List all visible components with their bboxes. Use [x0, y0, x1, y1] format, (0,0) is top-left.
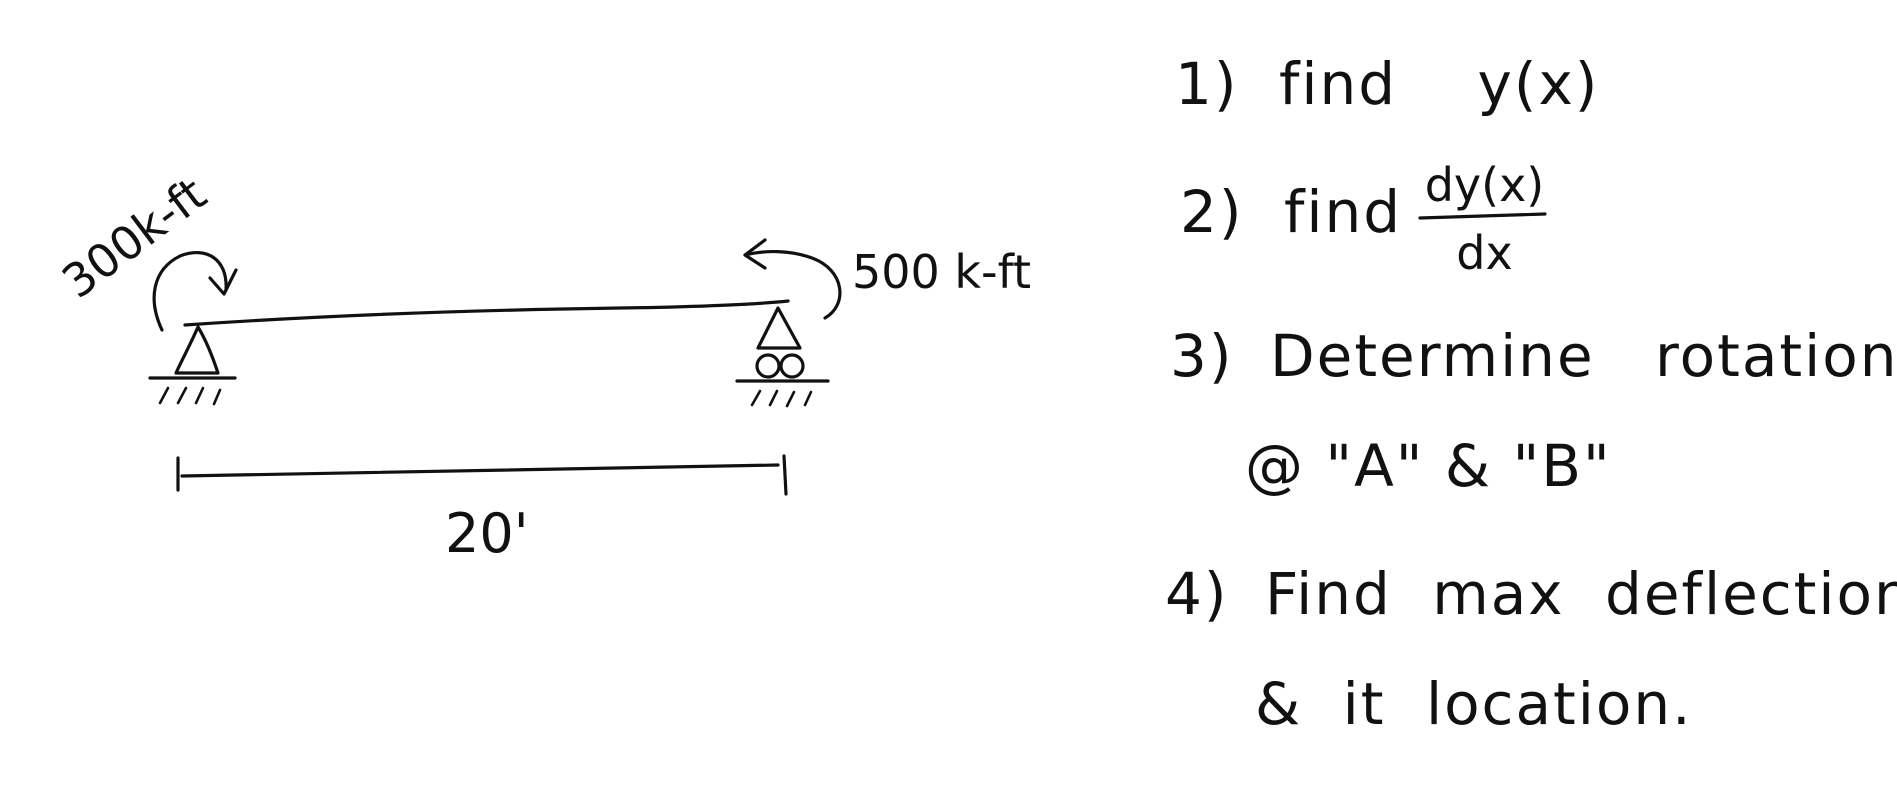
- roller-support-b: [735, 306, 830, 408]
- span-dimension: [176, 454, 788, 496]
- pin-support-a: [148, 325, 237, 406]
- question-2-number: 2): [1180, 178, 1244, 246]
- right-moment-arrow: [743, 238, 842, 320]
- question-1-text: find: [1278, 50, 1398, 118]
- fraction-bar: [1418, 212, 1547, 220]
- question-1-expr: y(x): [1477, 50, 1600, 118]
- question-1-number: 1): [1175, 50, 1239, 118]
- question-2-denominator: dx: [1456, 226, 1513, 280]
- question-3-line2: @ "A" & "B": [1245, 432, 1612, 500]
- question-4: 4) Find max deflection: [1165, 560, 1897, 628]
- question-4-number: 4): [1165, 560, 1229, 628]
- question-3-line1: Determine rotation: [1269, 322, 1897, 390]
- question-2-text: find: [1283, 178, 1403, 246]
- question-3: 3) Determine rotation: [1170, 322, 1897, 390]
- question-2: 2) find: [1180, 178, 1402, 246]
- beam: [183, 299, 790, 327]
- question-4-line1: Find max deflection: [1264, 560, 1897, 628]
- question-2-numerator: dy(x): [1424, 158, 1545, 212]
- question-1: 1) find y(x): [1175, 50, 1599, 118]
- left-moment-arrow: [152, 251, 238, 332]
- right-moment-label: 500 k-ft: [852, 245, 1031, 299]
- span-label: 20': [445, 502, 529, 565]
- question-4-line2: & it location.: [1255, 670, 1693, 738]
- question-3-number: 3): [1170, 322, 1234, 390]
- left-moment-label: 300k-ft: [52, 167, 216, 309]
